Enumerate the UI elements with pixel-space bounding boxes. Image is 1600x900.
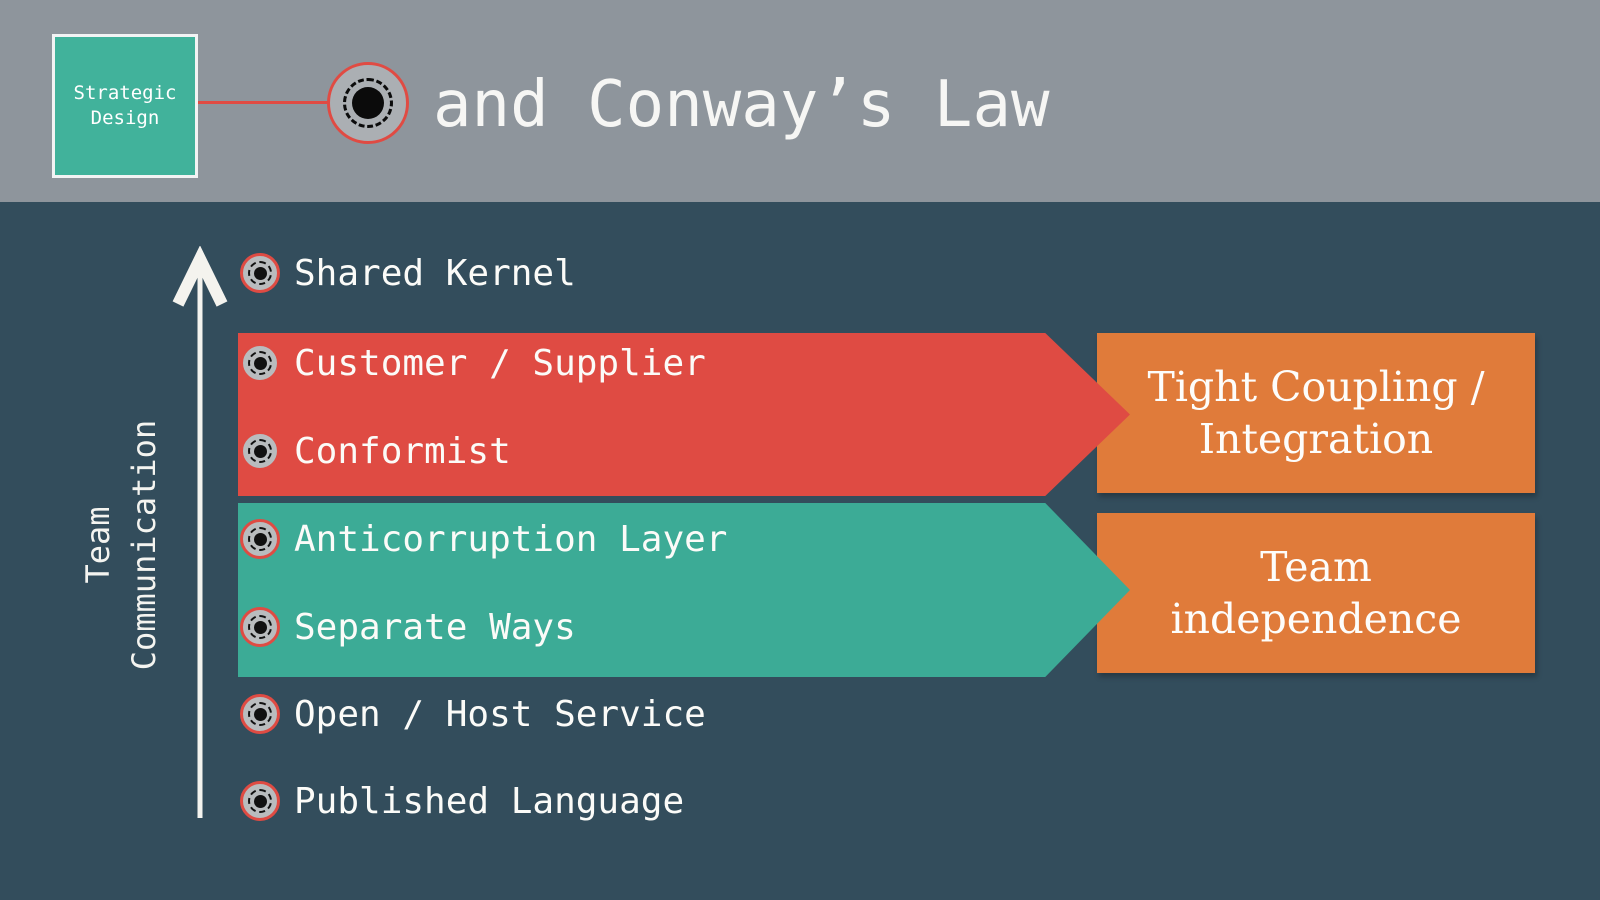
bullseye-bullet-icon — [240, 431, 280, 471]
bullseye-dot-icon — [352, 87, 384, 119]
header-bar: Strategic Design and Conway’s Law — [0, 0, 1600, 202]
bullseye-bullet-icon — [240, 781, 280, 821]
outcome-line-1: Team — [1260, 542, 1372, 591]
outcome-line-1: Tight Coupling / — [1147, 362, 1485, 411]
pattern-item-published-language: Published Language — [240, 777, 684, 825]
pattern-label: Anticorruption Layer — [294, 518, 728, 560]
pattern-label: Customer / Supplier — [294, 342, 706, 384]
bullseye-bullet-icon — [240, 607, 280, 647]
outcome-line-2: independence — [1170, 595, 1462, 643]
outcome-box-team-independence: Team independence — [1097, 513, 1535, 673]
pattern-label: Published Language — [294, 780, 685, 822]
outcome-box-tight-coupling: Tight Coupling / Integration — [1097, 333, 1535, 493]
bullseye-icon — [327, 62, 409, 144]
bullseye-dashed-ring-icon — [343, 78, 393, 128]
pattern-label: Open / Host Service — [294, 693, 706, 735]
up-arrow-icon — [172, 246, 228, 818]
bullseye-bullet-icon — [240, 253, 280, 293]
strategic-design-badge: Strategic Design — [52, 34, 198, 178]
slide-title: and Conway’s Law — [433, 68, 1050, 142]
pattern-label: Separate Ways — [294, 606, 576, 648]
badge-line-2: Design — [90, 107, 160, 129]
pattern-item-separate-ways: Separate Ways — [240, 603, 576, 651]
pattern-item-customer-supplier: Customer / Supplier — [240, 339, 706, 387]
pattern-label: Shared Kernel — [294, 252, 576, 294]
axis-label-team-communication: Team Communication — [75, 245, 171, 845]
bullseye-bullet-icon — [240, 519, 280, 559]
connector-line — [198, 101, 330, 104]
pattern-item-shared-kernel: Shared Kernel — [240, 249, 576, 297]
independence-band-arrow — [238, 503, 1130, 677]
pattern-item-open-host-service: Open / Host Service — [240, 690, 706, 738]
bullseye-bullet-icon — [240, 694, 280, 734]
bullseye-bullet-icon — [240, 343, 280, 383]
pattern-label: Conformist — [294, 430, 511, 472]
pattern-item-anticorruption-layer: Anticorruption Layer — [240, 515, 727, 563]
axis-label-line-2: Communication — [125, 419, 164, 671]
badge-line-1: Strategic — [73, 82, 177, 105]
pattern-item-conformist: Conformist — [240, 427, 511, 475]
outcome-line-2: Integration — [1198, 415, 1434, 463]
tight-coupling-band-arrow — [238, 333, 1130, 496]
axis-label-line-1: Team — [79, 506, 117, 584]
